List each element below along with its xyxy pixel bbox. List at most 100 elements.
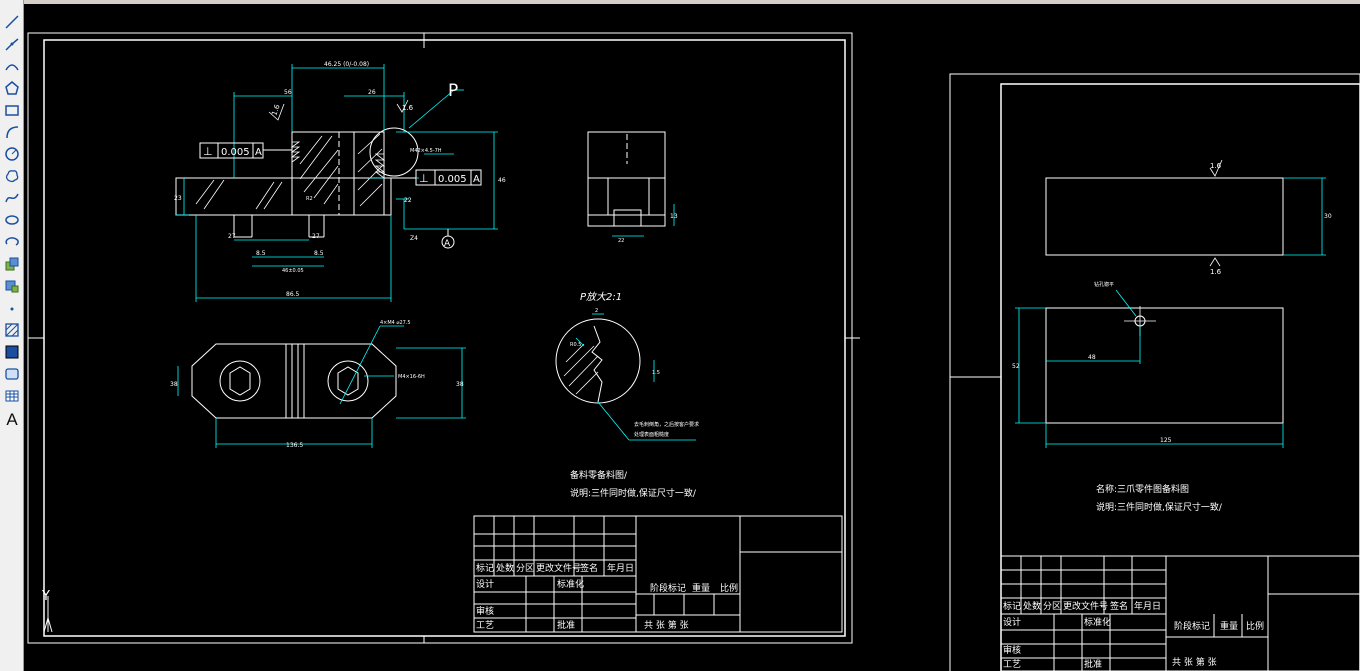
draw-toolbar: A (0, 0, 24, 671)
hatch-icon[interactable] (2, 320, 22, 340)
ellipse-arc-icon[interactable] (2, 232, 22, 252)
tb2-col-0: 标记 (1003, 600, 1021, 612)
side-view: 22 13 (587, 131, 678, 244)
roughness-1: 1.6 (270, 103, 282, 117)
roughness-2: 1.6 (402, 104, 414, 112)
gradient-icon[interactable] (2, 342, 22, 362)
note2: 说明:三件同时做,保证尺寸一致/ (570, 487, 697, 499)
tb2-biaozhunhua: 标准化 (1084, 616, 1111, 628)
d2-dim-hole-x: 48 (1088, 354, 1096, 361)
ucs-y-label: Y (41, 589, 50, 604)
spline-icon[interactable] (2, 188, 22, 208)
detail-dim-1: 2 (595, 308, 598, 314)
d2-dim-width: 125 (1160, 437, 1172, 444)
plan-view: 136.5 38 38 4×M4 ⌀27.5 M4×16-6H (170, 320, 466, 449)
dimensions (176, 64, 498, 302)
arc-icon[interactable] (2, 122, 22, 142)
dim-slot-2: 27 (312, 233, 320, 240)
polygon-icon[interactable] (2, 78, 22, 98)
sheet-1-frame (27, 32, 860, 644)
dim-bottom-overall: 86.5 (286, 291, 300, 298)
title-block-1: 标记 处数 分区 更改文件号 签名 年月日 设计 标准化 阶段标记 重量 比例 … (473, 515, 843, 633)
tb2-col-5: 年月日 (1134, 600, 1161, 612)
dim-top-overall: 46.25 (0/-0.08) (324, 61, 369, 68)
d2-note2: 说明:三件同时做,保证尺寸一致/ (1096, 501, 1223, 513)
datum-label: A (444, 239, 451, 249)
plan-width: 136.5 (286, 442, 303, 449)
detail-note-line1: 去毛刺倒角，之后按客户要求 (634, 421, 699, 428)
dim-depth-1: 22 (404, 197, 412, 204)
ucs-icon: Y (41, 589, 53, 633)
dim-top-right: 26 (368, 89, 376, 96)
tol-left-symbol: ⊥ (203, 145, 213, 158)
revcloud-icon[interactable] (2, 166, 22, 186)
tb1-biaozhunhua: 标准化 (557, 578, 584, 590)
ellipse-icon[interactable] (2, 210, 22, 230)
tb2-col-3: 更改文件号 (1063, 600, 1108, 612)
region-icon[interactable] (2, 364, 22, 384)
tol-left-value: 0.005 (221, 147, 250, 158)
tb2-sheet-row: 共 张 第 张 (1172, 656, 1217, 668)
d2-hole-note: 钻孔锪平 (1094, 281, 1114, 288)
tb1-shenhe: 审核 (476, 605, 494, 617)
dim-center: 46±0.05 (282, 268, 304, 274)
dim-sub-1: 8.5 (256, 250, 266, 257)
plan-thread-note: M4×16-6H (398, 374, 425, 380)
detail-note-line2: 处理表面粗糙度 (634, 431, 669, 438)
tb2-pizhun: 批准 (1084, 658, 1102, 670)
front-section-view: 46.25 (0/-0.08) 56 26 46 23 27 27 8.5 8.… (174, 61, 506, 302)
tol-right-value: 0.005 (438, 174, 467, 185)
tb1-bili: 比例 (720, 582, 738, 594)
detail-title: P放大2:1 (580, 291, 622, 303)
tol-left-datum: A (255, 147, 262, 158)
detail-ref-p: P (448, 81, 458, 101)
circle-icon[interactable] (2, 144, 22, 164)
sheet-2-frame (949, 73, 1360, 671)
tb2-zhongliang: 重量 (1220, 620, 1238, 632)
tb1-col-1: 处数 (496, 562, 514, 574)
mtext-icon[interactable]: A (6, 410, 18, 429)
construction-line-icon[interactable] (2, 56, 22, 76)
title-block-2: 标记 处数 分区 更改文件号 签名 年月日 设计 标准化 阶段标记 重量 比例 … (1000, 555, 1360, 671)
tolerance-frame-left: ⊥ 0.005 A (199, 142, 292, 159)
table-icon[interactable] (2, 386, 22, 406)
side-view-dim: 22 (618, 238, 624, 244)
dim-height-right: 46 (498, 177, 506, 184)
tb1-sheji: 设计 (476, 578, 494, 590)
point-icon[interactable] (2, 298, 22, 318)
tb2-col-2: 分区 (1043, 601, 1061, 612)
polyline-icon[interactable] (2, 34, 22, 54)
stock-drawing-2: 1.6 1.6 30 52 48 125 钻孔锪平 名称:三爪零件图备料图 说明… (1012, 159, 1332, 513)
plan-left-dim: 38 (170, 381, 178, 388)
tb2-sheji: 设计 (1003, 616, 1021, 628)
datum-marker: A (441, 229, 455, 249)
make-block-icon[interactable] (2, 276, 22, 296)
dim-top-left: 56 (284, 89, 292, 96)
rectangle-icon[interactable] (2, 100, 22, 120)
tb1-col-4: 签名 (580, 562, 598, 574)
d2-roughness-bottom: 1.6 (1210, 268, 1222, 276)
drawing-canvas[interactable]: 46.25 (0/-0.08) 56 26 46 23 27 27 8.5 8.… (24, 4, 1360, 671)
insert-block-icon[interactable] (2, 254, 22, 274)
dim-left-height: 23 (174, 195, 182, 202)
tb1-col-5: 年月日 (607, 562, 634, 574)
tb2-bili: 比例 (1246, 620, 1264, 632)
detail-dim-3: 1.5 (652, 370, 660, 376)
side-view-height: 13 (670, 213, 678, 220)
tb2-col-4: 签名 (1110, 600, 1128, 612)
window-top-strip (24, 0, 1360, 4)
tb1-col-2: 分区 (516, 563, 534, 574)
detail-dim-2: R0.5 (570, 342, 581, 348)
tol-right-datum: A (473, 174, 480, 185)
line-icon[interactable] (2, 12, 22, 32)
thread-note: M42×4.5-7H (410, 148, 442, 154)
tb1-gongyi: 工艺 (476, 620, 494, 631)
tb2-jieduan: 阶段标记 (1174, 620, 1210, 632)
tb1-sheet-row: 共 张 第 张 (644, 619, 689, 631)
dim-sub-2: 8.5 (314, 250, 324, 257)
plan-height: 38 (456, 381, 464, 388)
tol-right-symbol: ⊥ (419, 172, 429, 185)
detail-p-view: P放大2:1 2 R0.5 1.5 去毛刺倒角，之后按客户要求 处理表面粗糙度 (555, 291, 699, 441)
tb2-col-1: 处数 (1023, 600, 1041, 612)
d2-dim-height-top: 30 (1324, 213, 1332, 220)
